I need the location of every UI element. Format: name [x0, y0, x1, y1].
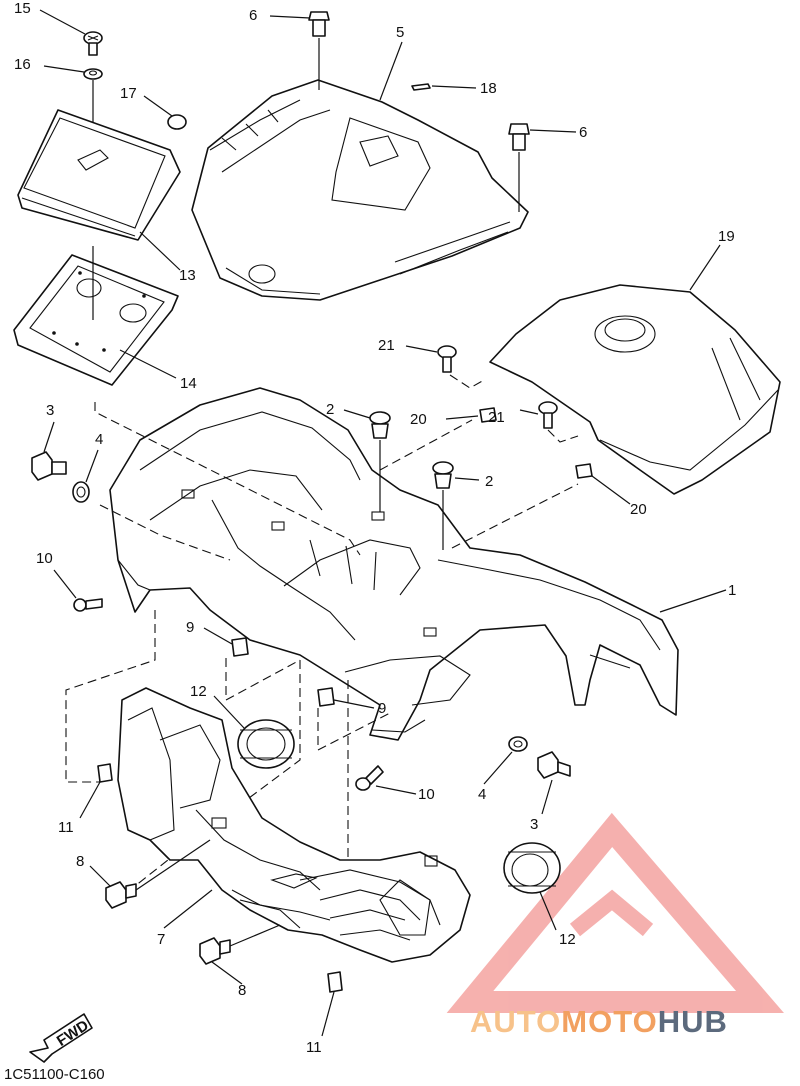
leader-8-b [229, 924, 281, 947]
callout-4-right: 4 [478, 786, 486, 803]
callout-17: 17 [120, 85, 137, 102]
part-18-strip [411, 83, 431, 91]
callout-11-left: 11 [58, 819, 74, 836]
callout-6-right: 6 [579, 124, 587, 141]
part-8-bolt-b [199, 937, 231, 965]
callout-1: 1 [728, 582, 736, 599]
part-2-bolt-b [432, 461, 454, 489]
dash-21a [449, 374, 485, 389]
dash-10-left [65, 610, 156, 783]
part-1-front-fender [109, 387, 679, 741]
part-4-grommet-left [72, 481, 90, 503]
callout-21-top: 21 [378, 337, 395, 354]
callout-5: 5 [396, 24, 404, 41]
dash-14-guide [94, 402, 361, 556]
callout-leaders [39, 9, 727, 1037]
callout-3-left: 3 [46, 402, 54, 419]
callout-15: 15 [14, 0, 31, 17]
part-8-bolt-a [105, 881, 137, 909]
callout-20-upper: 20 [410, 411, 427, 428]
dash-20b [451, 483, 579, 549]
fwd-arrow-icon [29, 1013, 93, 1063]
callout-14: 14 [180, 375, 197, 392]
callout-6-top: 6 [249, 7, 257, 24]
part-3-bolt-right [537, 751, 571, 779]
part-7-lower-guard [117, 687, 471, 963]
part-15-screw [83, 31, 103, 56]
callout-3-right: 3 [530, 816, 538, 833]
callout-16: 16 [14, 56, 31, 73]
part-6-screw-a [308, 11, 330, 37]
dash-20a [379, 419, 473, 471]
part-20-clip-b [575, 463, 593, 479]
watermark-auto: AUTO [470, 1004, 562, 1039]
part-4-grommet-right [508, 736, 528, 752]
part-6-screw-b [508, 123, 530, 151]
callout-2-upper: 2 [326, 401, 334, 418]
part-9-clip-a [231, 637, 249, 657]
part-13-cover [17, 109, 181, 241]
dash-9b [317, 708, 393, 751]
part-2-bolt-a [369, 411, 391, 439]
callout-19: 19 [718, 228, 735, 245]
part-12-ring-left [237, 719, 295, 769]
part-10-screw-right [355, 765, 384, 791]
callout-13: 13 [179, 267, 196, 284]
callout-11-lower: 11 [306, 1039, 322, 1056]
part-11-clip-a [97, 763, 113, 783]
watermark-hub: HUB [657, 1004, 728, 1039]
callout-10-right: 10 [418, 786, 435, 803]
part-9-clip-b [317, 687, 335, 707]
callout-7: 7 [157, 931, 165, 948]
part-21-screw-a [437, 345, 457, 373]
part-14-gasket [13, 254, 179, 386]
part-5-front-panel [191, 79, 529, 301]
part-21-screw-b [538, 401, 558, 429]
watermark-logo-text: AUTOMOTOHUB [470, 1004, 728, 1040]
part-11-clip-b [327, 971, 343, 993]
dash-8-upper [129, 660, 301, 891]
dash-9a [225, 658, 301, 701]
part-19-side-cover [489, 284, 781, 495]
part-20-clip-a [479, 407, 497, 423]
part-3-bolt-left [31, 451, 67, 481]
callout-8-lower: 8 [238, 982, 246, 999]
callout-18: 18 [480, 80, 497, 97]
part-10-screw-left [73, 598, 103, 612]
callout-12-right: 12 [559, 931, 576, 948]
watermark-triangle-logo [446, 812, 784, 1013]
callout-21-lower: 21 [488, 409, 505, 426]
part-17-emblem [167, 114, 187, 130]
part-16-washer [83, 68, 103, 80]
callout-8-left: 8 [76, 853, 84, 870]
watermark-moto: MOTO [561, 1004, 658, 1039]
reference-code: 1C51100-C160 [4, 1066, 105, 1083]
callout-12-left: 12 [190, 683, 207, 700]
dash-21b [547, 429, 579, 443]
dash-4-left [99, 504, 231, 561]
callout-4-left: 4 [95, 431, 103, 448]
part-12-ring-right [503, 842, 561, 894]
leader-8-a [135, 839, 211, 891]
callout-9-lower: 9 [378, 700, 386, 717]
callout-10-left: 10 [36, 550, 53, 567]
callout-2-lower: 2 [485, 473, 493, 490]
callout-20-lower: 20 [630, 501, 647, 518]
callout-9-upper: 9 [186, 619, 194, 636]
